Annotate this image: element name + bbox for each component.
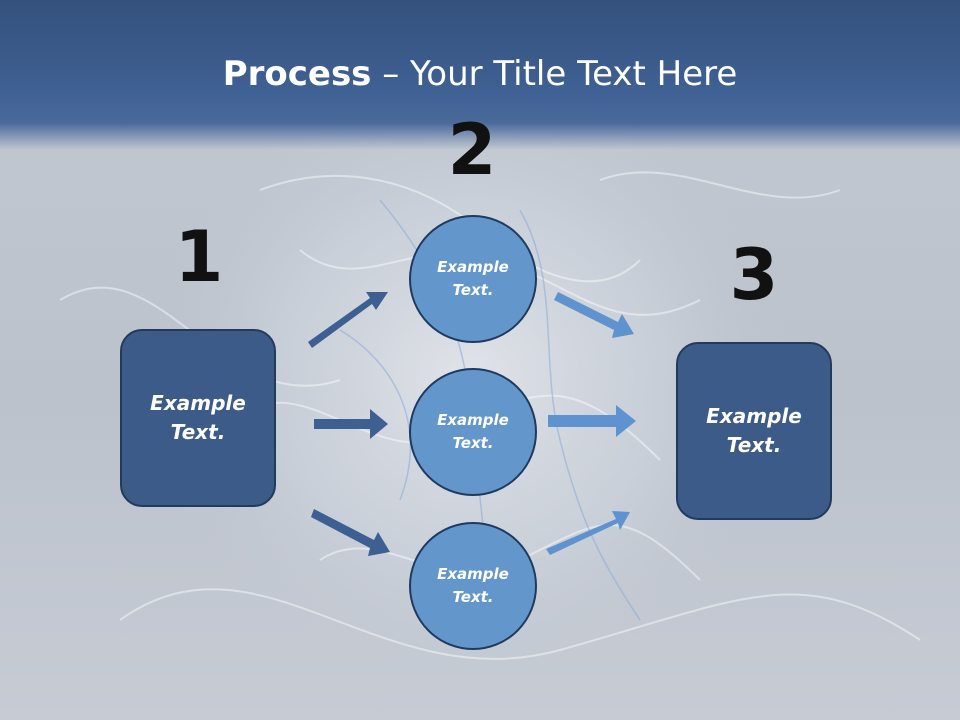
arrow-left-down-icon xyxy=(311,509,390,556)
circle-bottom-label: Example Text. xyxy=(437,565,509,606)
title-rest: – Your Title Text Here xyxy=(371,54,738,94)
left-box-label: Example Text. xyxy=(150,391,246,444)
right-box-label: Example Text. xyxy=(706,404,802,457)
arrow-left-up-icon xyxy=(308,292,388,348)
step-number-1: 1 xyxy=(174,216,224,298)
circle-middle-label: Example Text. xyxy=(437,411,509,452)
arrow-right-up-icon xyxy=(546,511,630,555)
page-title: Process – Your Title Text Here xyxy=(0,52,960,96)
arrow-right-down-icon xyxy=(554,292,634,338)
step-number-2: 2 xyxy=(447,109,497,191)
circle-bottom: Example Text. xyxy=(409,522,537,650)
left-process-box: Example Text. xyxy=(120,329,276,507)
arrow-right-straight-icon xyxy=(548,405,636,437)
header-band xyxy=(0,0,960,150)
step-number-3: 3 xyxy=(729,234,779,316)
circle-top-label: Example Text. xyxy=(437,258,509,299)
title-bold: Process xyxy=(222,54,372,94)
arrow-left-straight-icon xyxy=(314,409,388,439)
right-process-box: Example Text. xyxy=(676,342,832,520)
circle-top: Example Text. xyxy=(409,215,537,343)
circle-middle: Example Text. xyxy=(409,368,537,496)
